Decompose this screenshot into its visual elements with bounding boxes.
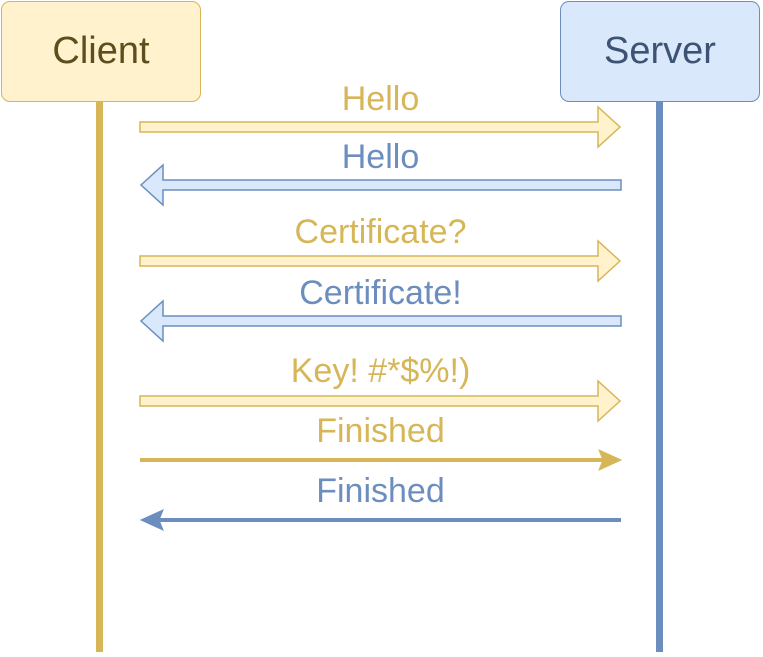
client-actor-label: Client <box>52 30 150 72</box>
message-arrow-6 <box>140 449 623 471</box>
message-label-3: Certificate? <box>294 213 467 251</box>
client-actor-box: Client <box>1 1 201 102</box>
message-arrow-1 <box>139 105 622 149</box>
server-actor-box: Server <box>560 1 760 102</box>
message-label-2: Hello <box>341 138 420 176</box>
message-label-4: Certificate! <box>299 274 462 312</box>
message-arrow-3 <box>139 239 622 283</box>
message-arrow-5 <box>139 379 622 423</box>
message-label-6: Finished <box>316 412 445 450</box>
message-arrow-7 <box>139 509 621 531</box>
message-label-1: Hello <box>341 80 420 118</box>
message-arrow-2 <box>139 163 622 207</box>
server-lifeline <box>656 102 663 652</box>
server-actor-label: Server <box>604 30 716 72</box>
client-lifeline <box>96 102 103 652</box>
message-label-5: Key! #*$%!) <box>290 352 471 390</box>
message-arrow-4 <box>139 299 622 343</box>
message-label-7: Finished <box>316 472 445 510</box>
